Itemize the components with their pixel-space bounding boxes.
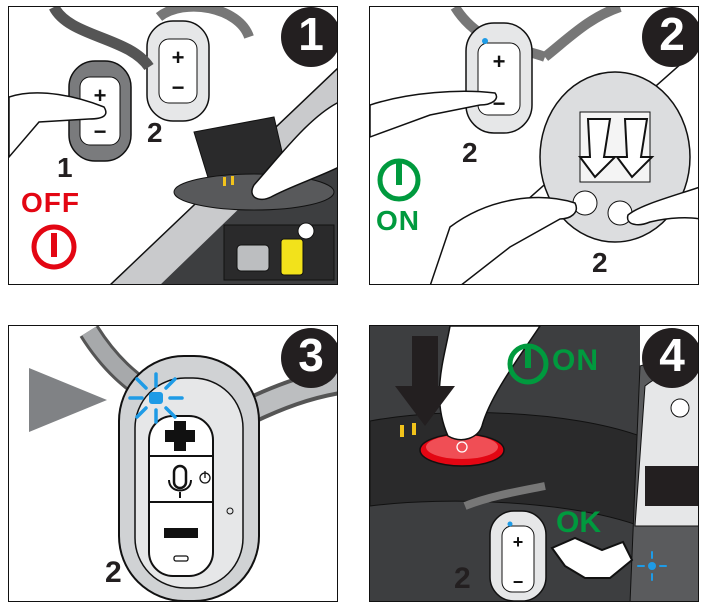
panel-1-illustration: + − + − bbox=[9, 7, 337, 284]
off-label: OFF bbox=[21, 187, 80, 218]
svg-text:−: − bbox=[513, 572, 524, 592]
svg-text:+: + bbox=[493, 49, 506, 74]
svg-text:+: + bbox=[94, 83, 107, 108]
panel-3-illustration bbox=[9, 326, 337, 601]
svg-text:+: + bbox=[513, 532, 524, 552]
step-number-4: 4 bbox=[659, 329, 685, 381]
on-label: ON bbox=[376, 205, 420, 236]
unit-label-2b: 2 bbox=[592, 247, 608, 278]
panel-step-3: 3 2 bbox=[8, 325, 338, 602]
unit-label-2: 2 bbox=[147, 117, 163, 148]
panel-step-1: + − + − 1 1 2 OFF bbox=[8, 6, 338, 285]
svg-text:−: − bbox=[172, 75, 185, 100]
on-label-4: ON bbox=[552, 344, 599, 377]
unit-label-3: 2 bbox=[105, 556, 122, 589]
step-number-3: 3 bbox=[298, 329, 324, 381]
step-badge-2 bbox=[642, 7, 698, 67]
step-badge-3 bbox=[281, 328, 337, 388]
svg-text:−: − bbox=[94, 119, 107, 144]
ok-label: OK bbox=[556, 506, 601, 539]
step-badge-1 bbox=[281, 7, 337, 67]
step-number-1: 1 bbox=[298, 8, 324, 60]
step-badge-4 bbox=[642, 328, 698, 388]
panel-4-illustration: + − bbox=[370, 326, 698, 601]
panel-step-2: + − 2 2 2 ON bbox=[369, 6, 699, 285]
panel-step-4: + − 4 ON OK 2 bbox=[369, 325, 699, 602]
step-number-2: 2 bbox=[659, 8, 685, 60]
svg-text:+: + bbox=[172, 45, 185, 70]
unit-label-4: 2 bbox=[454, 562, 471, 595]
unit-label-2a: 2 bbox=[462, 137, 478, 168]
panel-2-illustration: + − bbox=[370, 7, 698, 284]
unit-label-1: 1 bbox=[57, 152, 73, 183]
